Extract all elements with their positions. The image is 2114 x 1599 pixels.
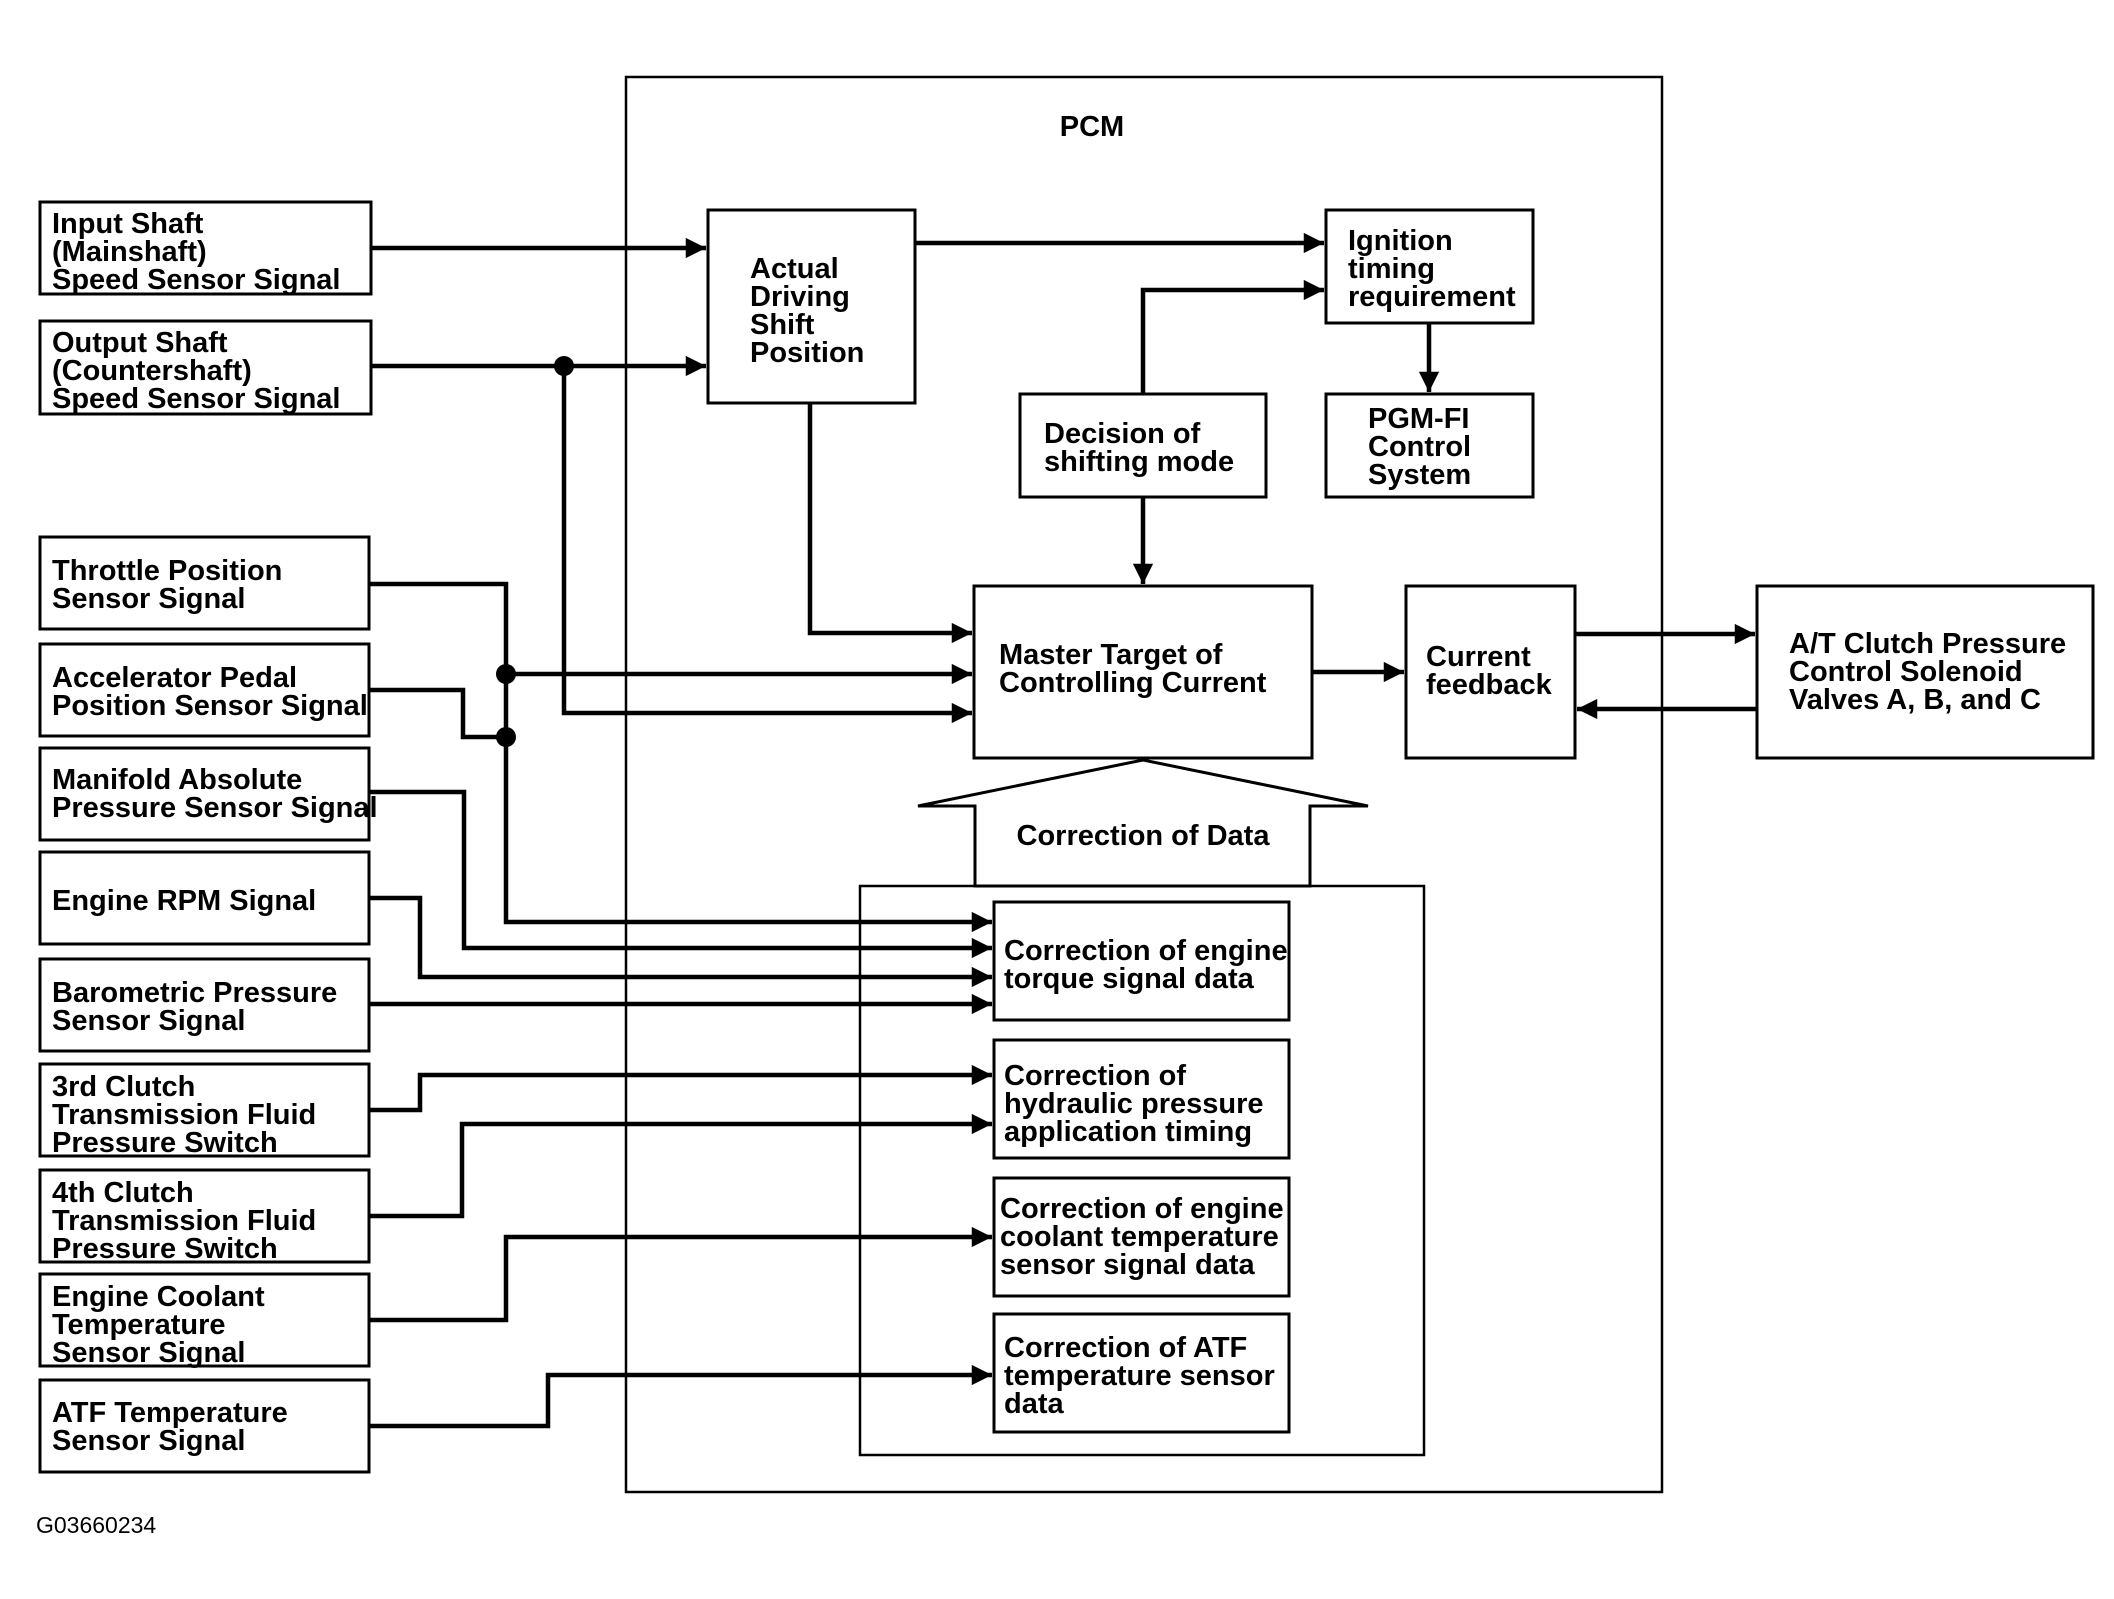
output-shaft-sensor-box: Output Shaft(Countershaft)Speed Sensor S… (38, 319, 373, 416)
correction-up-arrow (917, 758, 1369, 888)
wire-coolant-to-correction (369, 1226, 992, 1323)
svg-text:Output Shaft(Countershaft)Spee: Output Shaft(Countershaft)Speed Sensor S… (52, 327, 340, 415)
correction-of-data-group: Correction of Data (858, 758, 1426, 1457)
wire-accelerator-pedal (369, 687, 506, 740)
wire-manifold-to-torque (369, 789, 992, 959)
wire-3rd-clutch-to-hydraulic (369, 1064, 992, 1113)
svg-text:Engine RPM Signal: Engine RPM Signal (52, 885, 316, 917)
input-shaft-sensor-box: Input Shaft(Mainshaft)Speed Sensor Signa… (38, 200, 373, 296)
connection-wires (369, 232, 1757, 1429)
wire-atf-to-correction (369, 1364, 992, 1429)
pcm-label: PCM (1060, 111, 1124, 143)
pcm-frame (624, 75, 1664, 1494)
wire-rpm-to-torque (369, 895, 992, 988)
wire-actual-to-master (807, 403, 972, 644)
wire-decision-to-ignition (1140, 279, 1324, 394)
junction-accelerator (496, 727, 516, 747)
figure-code: G03660234 (36, 1512, 156, 1538)
engine-rpm-signal-box: Engine RPM Signal (38, 850, 371, 946)
correction-of-data-label: Correction of Data (1017, 820, 1271, 852)
wire-4th-clutch-to-hydraulic (369, 1113, 992, 1219)
junction-throttle (496, 664, 516, 684)
wire-throttle-to-torque (369, 581, 992, 933)
svg-text:Input Shaft(Mainshaft)Speed Se: Input Shaft(Mainshaft)Speed Sensor Signa… (52, 208, 340, 296)
wire-output-shaft-to-master (561, 366, 972, 724)
junction-output-shaft (554, 356, 574, 376)
